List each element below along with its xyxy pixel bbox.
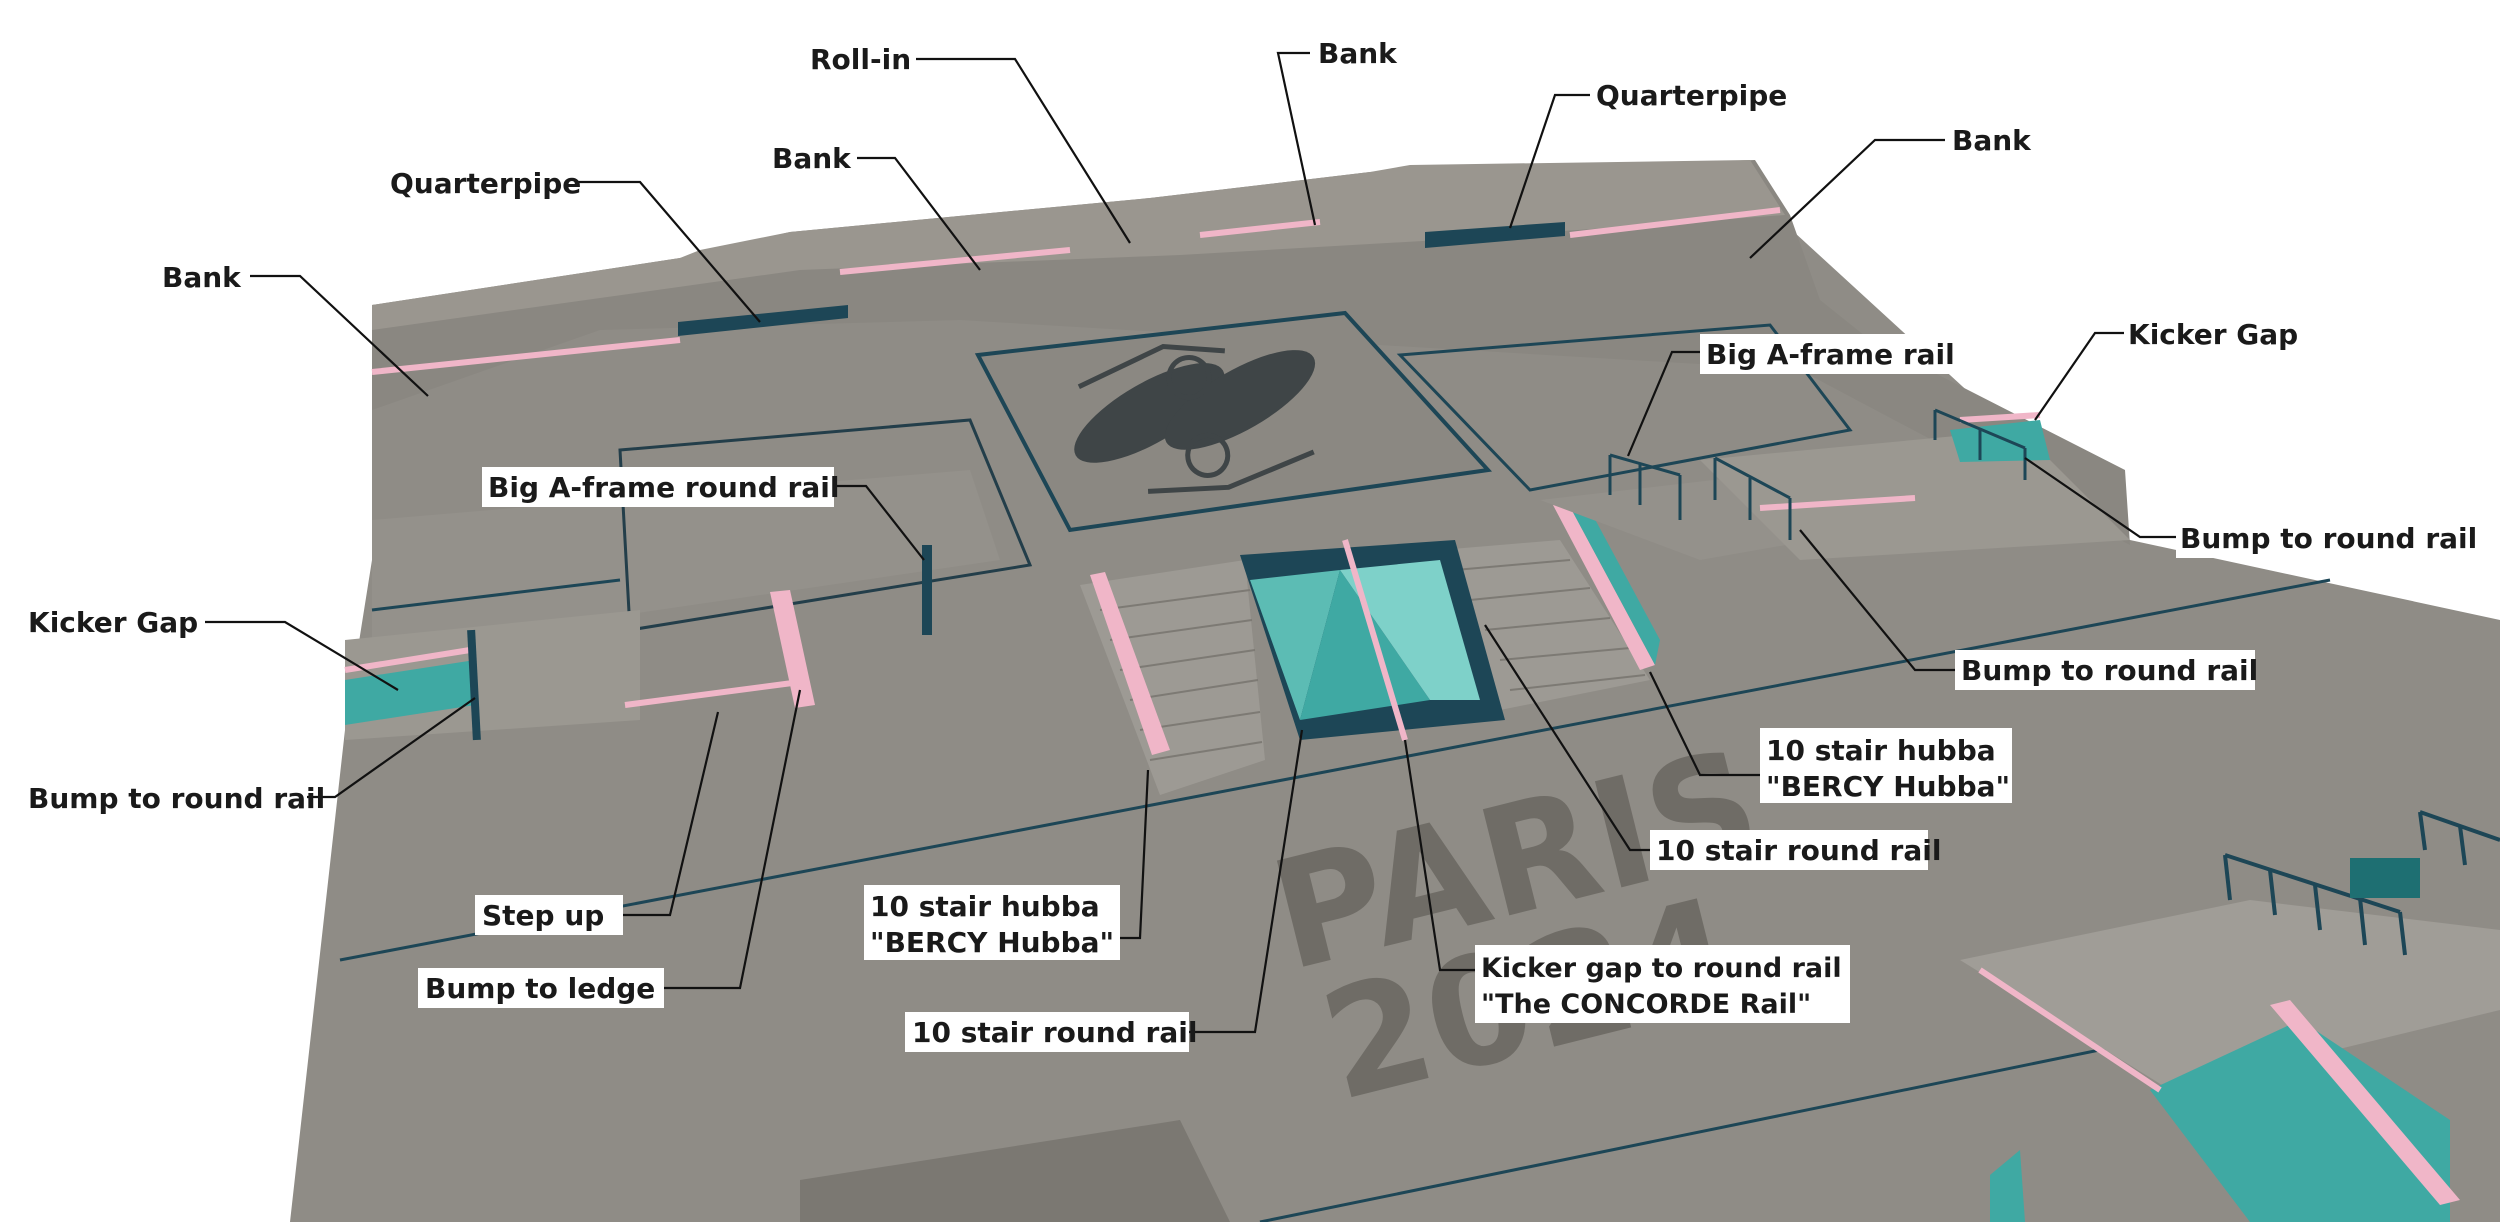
label-box-step-up [475,895,623,935]
bottom-left-ramp [800,1120,1230,1222]
label-quarterpipe-left: Quarterpipe [390,167,581,200]
bottom-right-railings [2223,810,2500,956]
label-box-big-aframe-rail [1700,334,1985,374]
bottom-right-coping [1978,967,2162,1093]
label-kicker-gap-left: Kicker Gap [28,606,198,639]
label-round-rail-left: 10 stair round rail [912,1016,1197,1049]
label-box-hubba-right [1760,728,2012,803]
coping-left [371,337,681,375]
leader-hubba-left [1120,769,1150,940]
bottom-right-ledge [2150,1020,2450,1222]
label-box-round-rail-left [905,1012,1189,1052]
leader-quarterpipe-left [578,180,761,323]
hubba-left [1090,572,1170,755]
label-box-bump-round-rail-far-right [2176,518,2456,558]
label-bump-round-rail-left: Bump to round rail [28,782,325,815]
left-inset-square [618,418,1033,632]
concorde-kicker-center [1300,570,1430,720]
leader-lines [205,51,2176,1034]
coping-center-left [839,247,1071,275]
label-concorde-line1: Kicker gap to round rail [1481,953,1842,984]
floor-line-1 [339,578,2331,962]
label-round-rail-right: 10 stair round rail [1656,834,1941,867]
label-quarterpipe-right: Quarterpipe [1596,79,1787,112]
hubba-right-side [1568,503,1660,665]
label-hubba-left-line1: 10 stair hubba [870,890,1100,923]
label-box-hubba-left [864,885,1120,960]
step-up-coping [624,679,801,708]
label-bank-center: Bank [772,142,852,175]
concorde-rail [1342,539,1408,741]
leader-bump-to-ledge [663,689,802,990]
leader-step-up [622,711,720,917]
leader-round-rail-left [1188,729,1304,1034]
leader-big-aframe-round-rail [833,484,925,561]
bottom-center-ledge [1990,1150,2025,1222]
label-bank-right: Bank [1952,124,2032,157]
kicker-gap-right-coping [1959,412,2041,423]
leader-hubba-right [1649,671,1760,777]
aframe-round-rail [922,545,932,635]
label-big-aframe-round-rail: Big A-frame round rail [488,471,839,504]
leader-round-rail-right [1484,624,1650,852]
label-bump-to-ledge: Bump to ledge [425,972,655,1005]
right-inset [1396,323,1853,492]
leader-roll-in [916,57,1131,244]
quarterpipe-right-block [1425,222,1565,248]
label-box-bump-round-rail-right [1955,650,2255,690]
left-deck-upper [372,470,1000,640]
label-box-big-aframe-round-rail [482,467,834,507]
center-stairs-left [1080,560,1265,795]
label-bank-top-center: Bank [1318,37,1398,70]
label-big-aframe-rail: Big A-frame rail [1706,338,1955,371]
hubba-right [1553,503,1655,670]
back-wall-top [372,160,1785,330]
label-bump-round-rail-right: Bump to round rail [1961,654,2258,687]
label-hubba-right-line2: "BERCY Hubba" [1766,770,2010,803]
left-edge-line [371,578,621,612]
leader-bump-round-rail-right [1799,529,1955,672]
label-roll-in: Roll-in [810,43,911,76]
olympic-skate-logo [1074,343,1316,494]
bump-rail-right-coping [1759,495,1916,511]
bottom-right-bank [1960,900,2500,1090]
label-box-concorde [1475,945,1850,1023]
round-rail-left [467,629,481,741]
railings-right [1608,408,2027,540]
leader-kicker-gap-left [205,620,399,691]
bottom-right-hubba [2270,1000,2460,1205]
quarterpipe-left-block [678,305,848,336]
label-bank-left: Bank [162,261,242,294]
bump-to-ledge [770,590,815,708]
leader-bank-right [1749,138,1945,259]
concorde-kicker-right [1340,560,1480,700]
leader-bank-center [857,156,981,271]
label-concorde-line2: "The CONCORDE Rail" [1481,989,1811,1020]
label-box-bump-to-ledge [418,968,664,1008]
leader-quarterpipe-right [1508,93,1590,229]
labels: Roll-in Bank Quarterpipe Bank Bank Quart… [28,37,2477,1052]
label-kicker-gap-right: Kicker Gap [2128,318,2298,351]
kicker-gap-left-coping [344,647,471,673]
label-bump-round-rail-far-right: Bump to round rail [2180,522,2477,555]
bottom-right-box [2350,858,2420,898]
label-box-round-rail-right [1650,830,1928,870]
leader-kicker-gap-right [2034,331,2124,421]
leader-bump-round-rail-left [307,697,476,799]
coping-right [1569,207,1781,238]
concorde-kicker-left [1250,570,1340,720]
label-hubba-left-line2: "BERCY Hubba" [870,926,1114,959]
kicker-gap-left-ramp [345,660,475,725]
label-hubba-right-line1: 10 stair hubba [1766,734,1996,767]
skatepark-model: PARIS 2024 [290,160,2500,1222]
leader-concorde [1403,739,1475,972]
leader-bank-top-center [1276,51,1317,226]
leader-bump-round-rail-far-right [2024,457,2176,539]
leader-big-aframe-rail [1626,350,1700,457]
leader-bank-left [250,274,429,397]
coping-center [1199,219,1321,238]
label-step-up: Step up [482,899,604,932]
right-lower-deck [1700,430,2130,560]
